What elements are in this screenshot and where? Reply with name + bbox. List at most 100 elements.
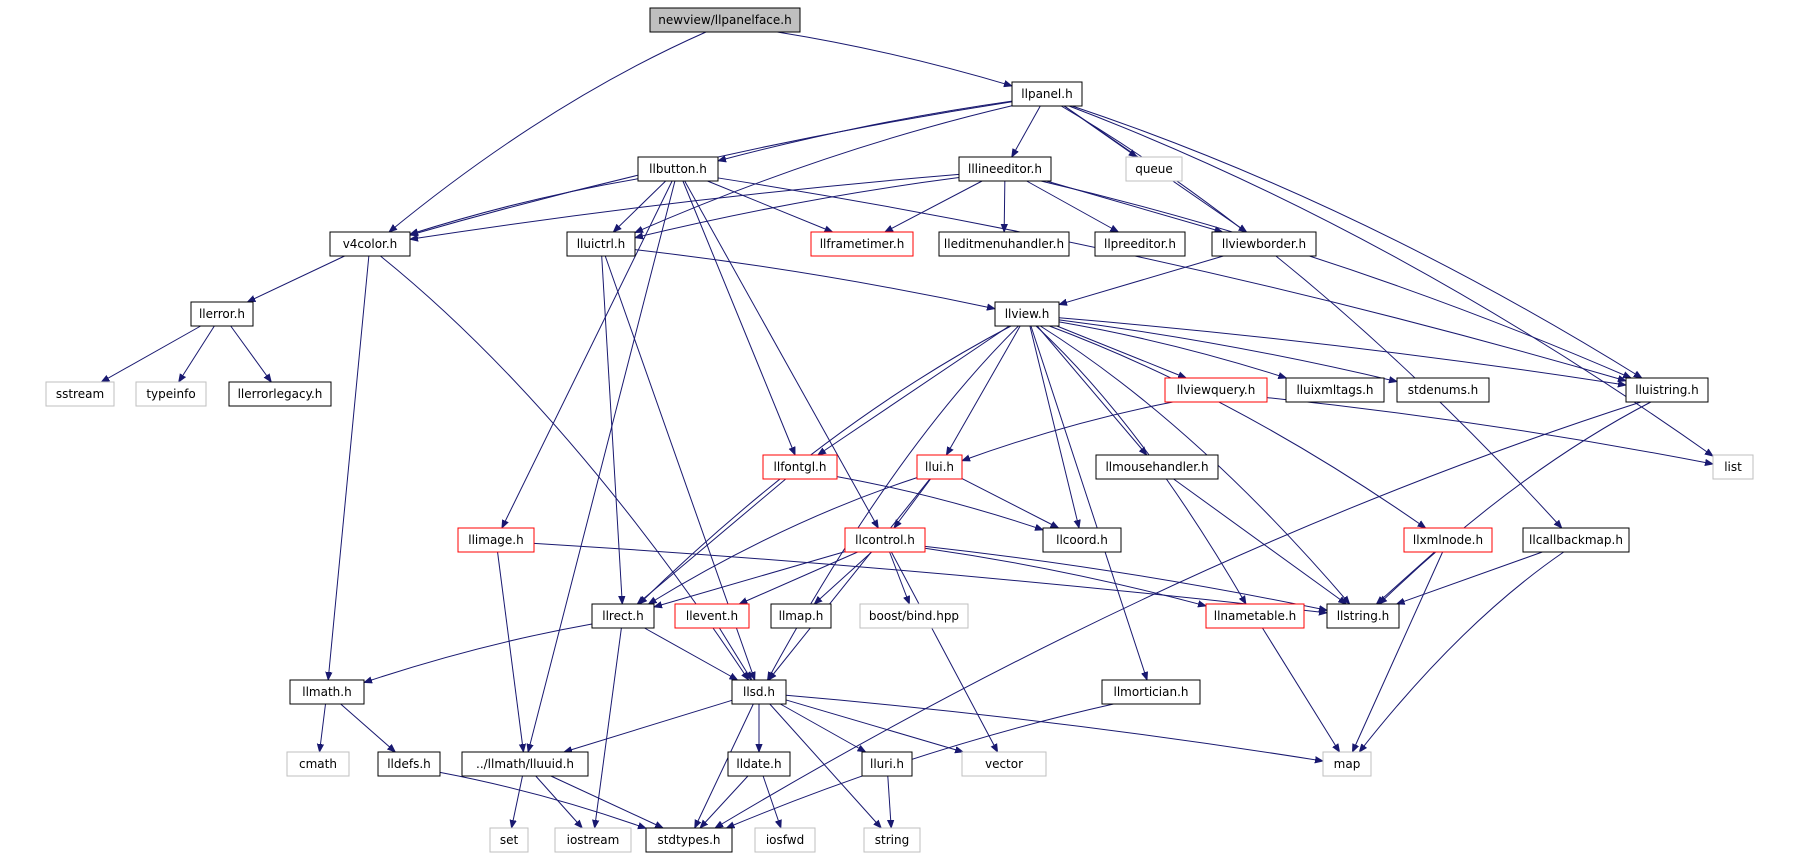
node-lluictrl[interactable]: lluictrl.h xyxy=(566,231,636,257)
node-lldate[interactable]: lldate.h xyxy=(727,751,791,777)
node-llviewquery[interactable]: llviewquery.h xyxy=(1164,377,1268,403)
node-box xyxy=(859,603,969,629)
node-llmap[interactable]: llmap.h xyxy=(770,603,832,629)
node-llerrorlegacy[interactable]: llerrorlegacy.h xyxy=(228,381,332,407)
node-lllineeditor[interactable]: lllineeditor.h xyxy=(958,156,1052,182)
node-v4color[interactable]: v4color.h xyxy=(329,231,411,257)
node-label: ../llmath/lluuid.h xyxy=(476,757,574,771)
node-box xyxy=(637,156,719,182)
node-lluri[interactable]: lluri.h xyxy=(861,751,913,777)
node-label: queue xyxy=(1135,162,1173,176)
edge-llview-to-llcoord xyxy=(1029,325,1079,528)
node-queue[interactable]: queue xyxy=(1125,156,1183,182)
edge-lldefs-to-stdtypes xyxy=(439,771,646,828)
node-vector[interactable]: vector xyxy=(961,751,1047,777)
node-stdtypes[interactable]: stdtypes.h xyxy=(645,827,733,853)
node-string[interactable]: string xyxy=(863,827,921,853)
node-llcontrol[interactable]: llcontrol.h xyxy=(844,527,926,553)
node-lldefs[interactable]: lldefs.h xyxy=(377,751,441,777)
node-llnametable[interactable]: llnametable.h xyxy=(1205,603,1305,629)
node-label: map xyxy=(1334,757,1361,771)
node-label: llviewquery.h xyxy=(1177,383,1256,397)
node-box xyxy=(1042,527,1122,553)
edge-llview-to-llui xyxy=(946,325,1021,455)
node-box xyxy=(566,231,636,257)
edge-llbutton-to-lluistring xyxy=(717,177,1626,381)
node-lluistring[interactable]: lluistring.h xyxy=(1625,377,1709,403)
node-label: llmousehandler.h xyxy=(1105,460,1208,474)
edge-llview-to-stdenums xyxy=(1058,319,1397,382)
node-llmousehandler[interactable]: llmousehandler.h xyxy=(1095,454,1219,480)
node-box xyxy=(1101,679,1201,705)
node-label: llnametable.h xyxy=(1214,609,1297,623)
node-lluixmltags[interactable]: lluixmltags.h xyxy=(1285,377,1385,403)
node-label: llcoord.h xyxy=(1056,533,1108,547)
node-box xyxy=(457,527,535,553)
node-label: lluictrl.h xyxy=(577,237,626,251)
node-box xyxy=(938,231,1070,257)
node-box xyxy=(1205,603,1305,629)
node-label: llerror.h xyxy=(199,307,245,321)
node-iosfwd[interactable]: iosfwd xyxy=(754,827,816,853)
node-list[interactable]: list xyxy=(1712,454,1754,480)
node-llrect[interactable]: llrect.h xyxy=(591,603,655,629)
node-llpreeditor[interactable]: llpreeditor.h xyxy=(1094,231,1186,257)
edge-llui-to-llcontrol xyxy=(894,478,931,528)
node-box xyxy=(1095,454,1219,480)
edge-llbutton-to-v4color xyxy=(410,178,639,235)
node-box xyxy=(645,827,733,853)
node-llmath[interactable]: llmath.h xyxy=(289,679,365,705)
node-lleditmenuhandler[interactable]: lleditmenuhandler.h xyxy=(938,231,1070,257)
node-box xyxy=(1164,377,1268,403)
edge-llview-to-llmousehandler xyxy=(1036,325,1147,455)
node-iostream[interactable]: iostream xyxy=(554,827,632,853)
edge-lluuid-to-stdtypes xyxy=(550,775,663,829)
edge-llpanel-to-lluictrl xyxy=(635,105,1013,234)
node-label: sstream xyxy=(56,387,104,401)
node-label: lldefs.h xyxy=(387,757,431,771)
node-llxmlnode[interactable]: llxmlnode.h xyxy=(1403,527,1493,553)
node-label: stdenums.h xyxy=(1408,383,1479,397)
node-box xyxy=(844,527,926,553)
node-box xyxy=(377,751,441,777)
node-llevent[interactable]: llevent.h xyxy=(674,603,750,629)
node-llimage[interactable]: llimage.h xyxy=(457,527,535,553)
node-llui[interactable]: llui.h xyxy=(916,454,963,480)
node-box xyxy=(861,751,913,777)
node-llbutton[interactable]: llbutton.h xyxy=(637,156,719,182)
edge-llbutton-to-lluuid xyxy=(528,180,676,752)
node-llstring[interactable]: llstring.h xyxy=(1326,603,1400,629)
node-llsd[interactable]: llsd.h xyxy=(731,679,787,705)
node-box xyxy=(916,454,963,480)
edge-llview-to-llfontgl xyxy=(818,325,1010,455)
node-sstream[interactable]: sstream xyxy=(45,381,115,407)
node-cmath[interactable]: cmath xyxy=(286,751,350,777)
node-llcoord[interactable]: llcoord.h xyxy=(1042,527,1122,553)
node-set[interactable]: set xyxy=(489,827,529,853)
edge-lluistring-to-llstring xyxy=(1379,401,1652,604)
node-root[interactable]: newview/llpanelface.h xyxy=(649,7,801,33)
node-llviewborder[interactable]: llviewborder.h xyxy=(1211,231,1317,257)
node-llframetimer[interactable]: llframetimer.h xyxy=(810,231,914,257)
node-llfontgl[interactable]: llfontgl.h xyxy=(762,454,838,480)
node-llpanel[interactable]: llpanel.h xyxy=(1011,81,1083,107)
node-label: lluri.h xyxy=(870,757,904,771)
node-boostbind[interactable]: boost/bind.hpp xyxy=(859,603,969,629)
node-stdenums[interactable]: stdenums.h xyxy=(1396,377,1490,403)
node-typeinfo[interactable]: typeinfo xyxy=(135,381,207,407)
edge-llmousehandler-to-llstring xyxy=(1173,478,1347,604)
node-llmortician[interactable]: llmortician.h xyxy=(1101,679,1201,705)
edge-llevent-to-llsd xyxy=(718,627,751,680)
edge-lllineeditor-to-llframetimer xyxy=(885,180,983,232)
node-label: llcontrol.h xyxy=(855,533,915,547)
node-map[interactable]: map xyxy=(1322,751,1372,777)
node-llerror[interactable]: llerror.h xyxy=(190,301,254,327)
node-llcallbackmap[interactable]: llcallbackmap.h xyxy=(1522,527,1630,553)
node-label: llui.h xyxy=(925,460,954,474)
edge-llbutton-to-llimage xyxy=(502,180,673,528)
edge-llview-to-llnametable xyxy=(1035,325,1246,604)
node-llview[interactable]: llview.h xyxy=(994,301,1060,327)
edge-llrect-to-llsd xyxy=(644,627,737,680)
node-lluuid[interactable]: ../llmath/lluuid.h xyxy=(461,751,589,777)
